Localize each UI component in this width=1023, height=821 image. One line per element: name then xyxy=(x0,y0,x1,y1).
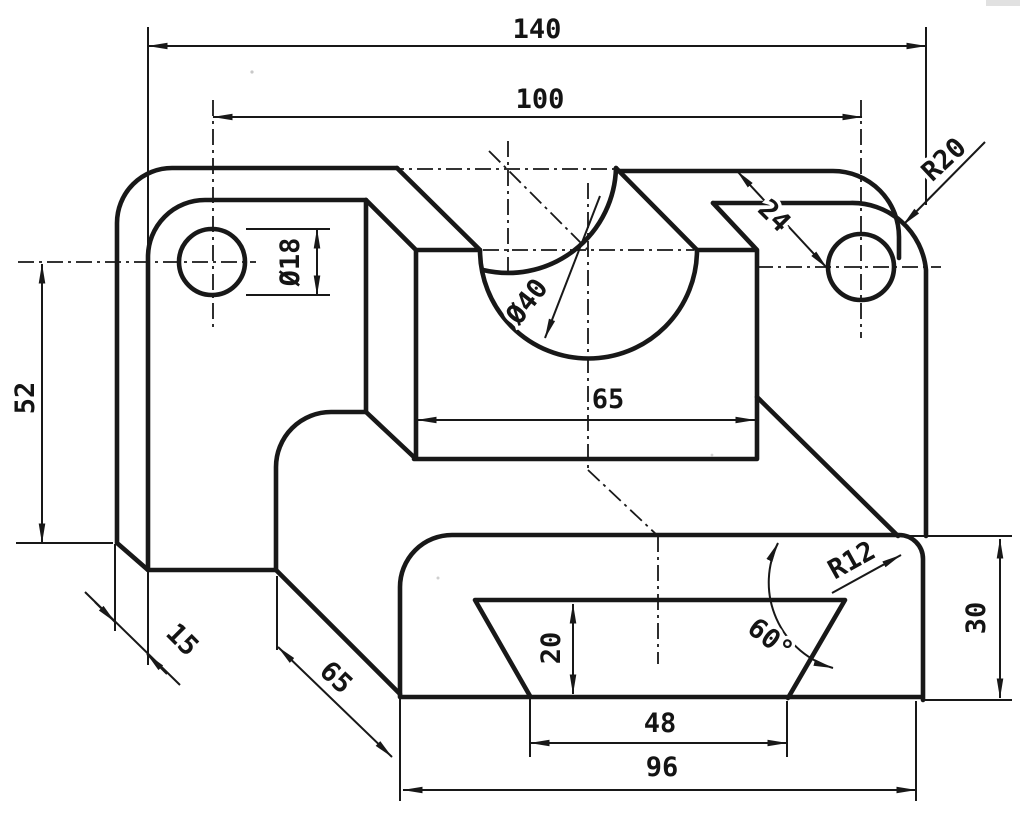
dim-52-label: 52 xyxy=(10,382,41,415)
speck xyxy=(710,453,714,457)
speck xyxy=(250,70,254,74)
dim-100-label: 100 xyxy=(516,84,565,115)
left-hole-circle xyxy=(176,226,248,298)
leader-r12 xyxy=(831,554,902,594)
dim-65-depth xyxy=(277,646,393,758)
leader-dia40 xyxy=(544,195,601,339)
scan-artifacts xyxy=(250,0,1020,580)
ext-48 xyxy=(529,698,788,757)
dim-15-arrow-a xyxy=(94,601,116,623)
groove-opening-edges xyxy=(394,165,700,253)
groove-front-semicircle xyxy=(477,247,700,361)
back-top-right-corner xyxy=(613,168,902,261)
corner-smudge xyxy=(986,0,1020,6)
dim-24 xyxy=(736,170,828,269)
front-top-right-corner xyxy=(710,200,929,539)
groove-axis-diagonal xyxy=(488,150,589,251)
dim-dia18-label: Ø18 xyxy=(275,238,306,288)
step-diagonal-edge xyxy=(754,394,901,539)
groove-back-arc xyxy=(480,165,619,276)
middle-block-edges xyxy=(363,197,760,462)
dim-48-label: 48 xyxy=(644,708,677,739)
right-hole-circle xyxy=(825,231,897,303)
dim-15-arrow-b xyxy=(146,653,168,675)
base-block-outline xyxy=(397,532,926,703)
ext-30 xyxy=(905,535,1012,701)
dim-140-label: 140 xyxy=(513,14,562,45)
ext-96 xyxy=(399,698,917,801)
dim-65-width-label: 65 xyxy=(592,384,625,415)
speck xyxy=(436,576,440,580)
dim-60deg-arc xyxy=(766,542,834,669)
dimension-lines xyxy=(38,42,1004,794)
dim-30-label: 30 xyxy=(961,602,992,635)
dim-96-label: 96 xyxy=(646,752,679,783)
leader-r20 xyxy=(902,141,986,226)
slot-centerline-diagonal xyxy=(587,469,659,537)
back-plate-left-outline xyxy=(114,165,400,573)
dim-20-label: 20 xyxy=(536,632,567,665)
